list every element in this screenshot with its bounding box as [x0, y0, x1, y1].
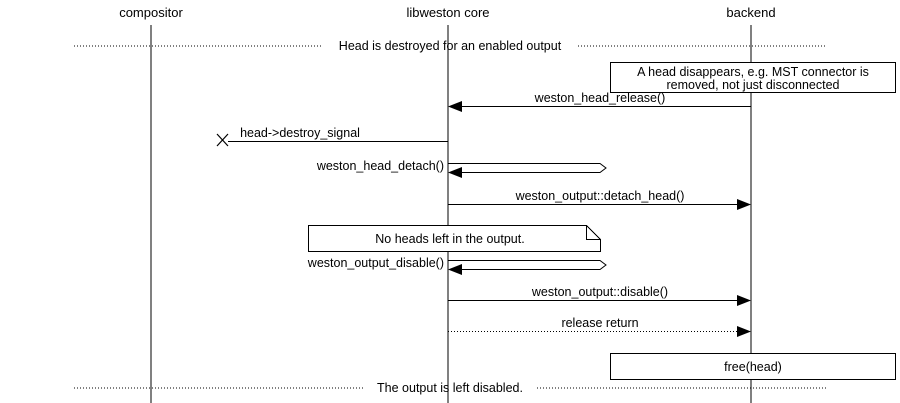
arrowhead-right-icon	[737, 199, 751, 210]
note-free-head: free(head)	[610, 353, 896, 380]
message-weston-output-disable-call-line	[448, 260, 607, 270]
message-weston-output-disable-call-label: weston_output_disable()	[307, 256, 444, 270]
note-no-heads-left-label: No heads left in the output.	[375, 232, 524, 246]
participant-label-backend: backend	[726, 5, 775, 20]
message-weston-head-detach-label: weston_head_detach()	[316, 159, 444, 173]
note-head-disappears: A head disappears, e.g. MST connector is…	[610, 62, 896, 93]
note-fold-corner-icon	[586, 225, 601, 240]
message-weston-head-detach: weston_head_detach()	[316, 159, 607, 178]
message-release-return-label: release return	[561, 316, 638, 330]
message-weston-head-release: weston_head_release()	[448, 91, 751, 112]
message-weston-output-disable-call: weston_output_disable()	[307, 256, 607, 275]
note-no-heads-left-body	[308, 225, 601, 252]
note-head-disappears-line-2: removed, not just disconnected	[666, 78, 839, 92]
message-weston-output-disable-label: weston_output::disable()	[531, 285, 668, 299]
message-weston-head-detach-line	[448, 163, 607, 173]
note-head-disappears-line-1: A head disappears, e.g. MST connector is	[637, 65, 869, 79]
arrowhead-left-icon	[448, 264, 462, 275]
message-release-return: release return	[448, 316, 751, 337]
note-free-head-label: free(head)	[724, 360, 782, 374]
message-weston-output-detach-head: weston_output::detach_head()	[448, 189, 751, 210]
arrowhead-right-icon	[737, 295, 751, 306]
separator-top-label: Head is destroyed for an enabled output	[339, 39, 562, 53]
message-weston-head-release-label: weston_head_release()	[534, 91, 666, 105]
participant-label-compositor: compositor	[119, 5, 183, 20]
separator-bottom: The output is left disabled.	[74, 381, 826, 395]
message-head-destroy-signal-label: head->destroy_signal	[240, 126, 360, 140]
arrowhead-right-icon	[737, 326, 751, 337]
note-no-heads-left: No heads left in the output.	[308, 225, 601, 252]
separator-top: Head is destroyed for an enabled output	[74, 39, 826, 53]
destroy-x-icon	[216, 133, 229, 147]
message-weston-output-disable: weston_output::disable()	[448, 285, 751, 306]
arrowhead-left-icon	[448, 101, 462, 112]
message-weston-output-detach-head-label: weston_output::detach_head()	[515, 189, 685, 203]
separator-bottom-label: The output is left disabled.	[377, 381, 523, 395]
arrowhead-left-icon	[448, 167, 462, 178]
participant-label-libweston-core: libweston core	[406, 5, 489, 20]
message-head-destroy-signal: head->destroy_signal	[216, 126, 448, 147]
